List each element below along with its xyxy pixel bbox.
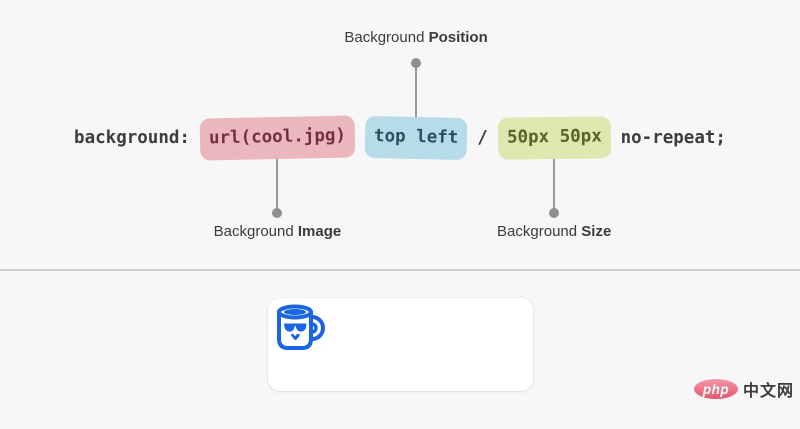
label-word: Image: [297, 222, 342, 240]
php-cn-watermark: php 中文网: [693, 377, 794, 401]
connector-line: [415, 67, 418, 117]
code-property: background:: [74, 127, 190, 148]
slash-separator: /: [477, 127, 488, 148]
connector-line: [276, 158, 279, 209]
site-name: 中文网: [742, 383, 794, 400]
background-position-token: top left Background Position: [344, 29, 488, 160]
background-image-token: url(cool.jpg) Background Image: [199, 115, 356, 240]
no-repeat-value: no-repeat;: [620, 127, 726, 148]
label-word: Position: [428, 29, 488, 46]
connector-dot: [272, 207, 283, 218]
background-position-label: Background Position: [344, 29, 487, 46]
label-prefix: Background: [213, 222, 294, 240]
diagram-section: background: url(cool.jpg) Background Ima…: [0, 29, 800, 271]
background-size-label: Background Size: [497, 223, 611, 240]
mug-icon: [277, 304, 325, 350]
label-prefix: Background: [344, 29, 425, 46]
php-logo-badge: php: [693, 379, 738, 399]
label-prefix: Background: [497, 222, 578, 240]
background-image-value: url(cool.jpg): [199, 115, 356, 161]
label-word: Size: [581, 222, 612, 240]
background-position-value: top left: [364, 115, 468, 160]
connector-dot: [411, 58, 422, 68]
preview-card: [268, 298, 533, 391]
background-image-label: Background Image: [214, 223, 342, 240]
code-line: background: url(cool.jpg) Background Ima…: [0, 29, 800, 240]
background-size-token: 50px 50px Background Size: [497, 116, 611, 240]
connector-dot: [549, 207, 560, 218]
connector-line: [553, 158, 556, 209]
preview-section: php 中文网: [0, 271, 800, 427]
background-size-value: 50px 50px: [497, 116, 611, 160]
